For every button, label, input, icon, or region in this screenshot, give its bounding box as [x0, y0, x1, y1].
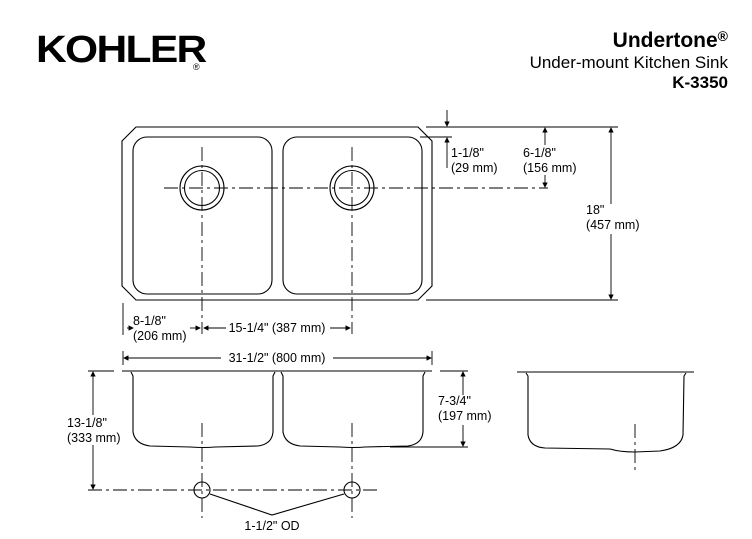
label-rim-to-drain-metric: (156 mm)	[523, 161, 576, 175]
label-rim-to-drain-imperial: 6-1/8"	[523, 146, 556, 160]
label-overall-height-imperial: 13-1/8"	[67, 416, 107, 430]
label-bowl-depth-metric: (197 mm)	[438, 409, 491, 423]
label-overall-depth-imperial: 18"	[586, 203, 604, 217]
label-edge-to-drain-metric: (206 mm)	[133, 329, 186, 343]
label-bowl-depth-imperial: 7-3/4"	[438, 394, 471, 408]
label-overall-depth-metric: (457 mm)	[586, 218, 639, 232]
product-model-number: K-3350	[672, 72, 728, 92]
product-description: Under-mount Kitchen Sink	[529, 53, 728, 73]
registered-mark: ®	[193, 62, 200, 72]
product-registered-mark: ®	[717, 28, 728, 44]
label-rim-to-bowl-imperial: 1-1/8"	[451, 146, 484, 160]
label-overall-width: 31-1/2" (800 mm)	[229, 351, 326, 365]
kohler-logo: KOHLER	[36, 29, 207, 71]
product-title-block: Undertone® Under-mount Kitchen Sink K-33…	[530, 28, 728, 92]
label-overall-height-metric: (333 mm)	[67, 431, 120, 445]
drain-outlet-leader-line	[209, 493, 345, 516]
side-bowl-profile	[525, 372, 687, 453]
right-bowl-outline	[282, 136, 423, 295]
label-edge-to-drain-imperial: 8-1/8"	[133, 314, 166, 328]
front-left-bowl-profile	[130, 371, 276, 449]
product-name-text: Undertone	[612, 29, 718, 52]
left-bowl-outline	[132, 136, 273, 295]
label-rim-to-bowl-metric: (29 mm)	[451, 161, 498, 175]
label-drain-to-drain: 15-1/4" (387 mm)	[229, 321, 326, 335]
front-right-bowl-profile	[280, 371, 426, 449]
product-name: Undertone®	[530, 28, 728, 53]
sink-outer-rim-outline	[121, 126, 433, 301]
label-drain-outlet-size: 1-1/2" OD	[244, 519, 299, 533]
